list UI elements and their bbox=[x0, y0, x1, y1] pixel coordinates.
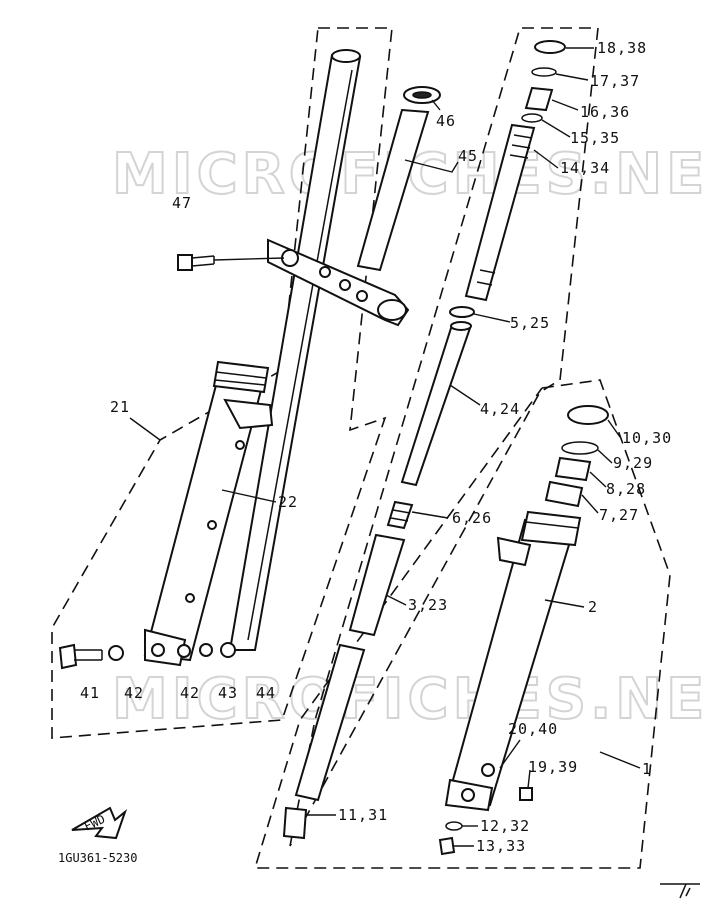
callout-12-32: 12,32 bbox=[480, 817, 530, 835]
callout-42b: 42 bbox=[180, 684, 200, 702]
tube-3 bbox=[348, 533, 406, 637]
diagram-code: 1GU361-5230 bbox=[58, 851, 137, 865]
washer-20 bbox=[481, 763, 495, 777]
callout-43: 43 bbox=[218, 684, 238, 702]
callout-13-33: 13,33 bbox=[476, 837, 526, 855]
washer-42a bbox=[108, 645, 124, 661]
bolt-19 bbox=[519, 787, 533, 801]
inner-tube-left bbox=[228, 49, 362, 651]
callout-9-29: 9,29 bbox=[613, 454, 653, 472]
rebound-spring-6 bbox=[386, 500, 414, 530]
retaining-clip-9 bbox=[561, 441, 599, 455]
group-outline-right bbox=[253, 379, 671, 869]
callout-15-35: 15,35 bbox=[570, 129, 620, 147]
callout-44: 44 bbox=[256, 684, 276, 702]
callout-18-38: 18,38 bbox=[597, 39, 647, 57]
group-outline-center bbox=[289, 27, 599, 847]
spacer-5 bbox=[449, 306, 475, 318]
callout-3-23: 3,23 bbox=[408, 596, 448, 614]
pinch-bolt-47 bbox=[177, 254, 285, 271]
callout-22: 22 bbox=[278, 493, 298, 511]
washer-7 bbox=[544, 480, 584, 508]
callout-47: 47 bbox=[172, 194, 192, 212]
callout-16-36: 16,36 bbox=[580, 103, 630, 121]
outer-tube-left bbox=[143, 360, 274, 667]
callout-41: 41 bbox=[80, 684, 100, 702]
callout-7-27: 7,27 bbox=[599, 506, 639, 524]
dust-seal-10 bbox=[567, 405, 609, 425]
watermark-bottom: MICROFICHES.NET bbox=[112, 667, 705, 732]
callout-8-28: 8,28 bbox=[606, 480, 646, 498]
axle-bolt-41 bbox=[58, 643, 103, 670]
callout-45: 45 bbox=[458, 147, 478, 165]
callout-11-31: 11,31 bbox=[338, 806, 388, 824]
callout-labels: 18,38 17,37 16,36 15,35 14,34 46 45 47 5… bbox=[80, 39, 672, 855]
leader-lines bbox=[129, 47, 641, 847]
steering-stem bbox=[356, 86, 441, 272]
callout-46: 46 bbox=[436, 112, 456, 130]
callout-6-26: 6,26 bbox=[452, 509, 492, 527]
callout-1: 1 bbox=[642, 760, 652, 778]
circlip-17 bbox=[531, 67, 557, 77]
corner-mark bbox=[660, 883, 700, 899]
callout-21: 21 bbox=[110, 398, 130, 416]
damper-rod-4 bbox=[400, 321, 472, 487]
callout-10-30: 10,30 bbox=[622, 429, 672, 447]
callout-42a: 42 bbox=[124, 684, 144, 702]
callout-19-39: 19,39 bbox=[528, 758, 578, 776]
oil-lock-piece-11 bbox=[282, 806, 308, 840]
washer-12 bbox=[445, 821, 463, 831]
washer-43 bbox=[199, 643, 213, 657]
bolt-13 bbox=[438, 836, 456, 856]
tube-lower bbox=[294, 643, 366, 802]
callout-14-34: 14,34 bbox=[560, 159, 610, 177]
spacer-16 bbox=[524, 86, 554, 112]
fork-spring-14 bbox=[464, 123, 536, 302]
callout-20-40: 20,40 bbox=[508, 720, 558, 738]
fwd-arrow-icon: FWD bbox=[71, 806, 128, 840]
outer-tube-right bbox=[444, 510, 582, 812]
under-bracket bbox=[267, 238, 410, 327]
callout-17-37: 17,37 bbox=[590, 72, 640, 90]
callout-2: 2 bbox=[588, 598, 598, 616]
washer-15 bbox=[521, 113, 543, 123]
washer-42b bbox=[177, 644, 191, 658]
cap-bolt-18 bbox=[534, 40, 566, 54]
nut-44 bbox=[220, 642, 236, 658]
callout-5-25: 5,25 bbox=[510, 314, 550, 332]
callout-4-24: 4,24 bbox=[480, 400, 520, 418]
oil-seal-8 bbox=[554, 456, 592, 482]
